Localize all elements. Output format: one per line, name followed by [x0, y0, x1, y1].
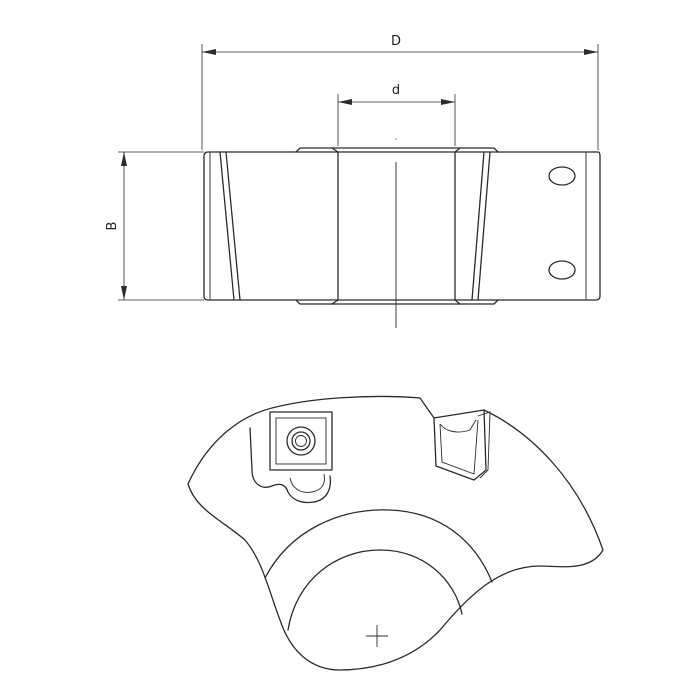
- dimension-B: B: [105, 151, 204, 301]
- hub-top-edge: [295, 147, 499, 153]
- right-flute: [471, 151, 491, 301]
- screw-outer: [286, 426, 316, 456]
- arrow-head: [338, 99, 352, 105]
- cutter-seat: [433, 409, 487, 481]
- dimension-D: D: [201, 34, 599, 150]
- square-insert: [269, 411, 333, 471]
- insert-pocket-inner: [289, 473, 325, 493]
- center-mark: [395, 138, 397, 140]
- arrow-head: [121, 152, 127, 166]
- bore-inner-arc: [287, 549, 463, 631]
- side-view: [203, 138, 601, 328]
- side-view-body-outline: [203, 151, 601, 301]
- arrow-head: [441, 99, 455, 105]
- arrow-head: [584, 49, 598, 55]
- screw-inner: [295, 435, 307, 447]
- screw-mid: [291, 431, 311, 451]
- dimension-d: d: [337, 83, 456, 146]
- cutter-seat-inner: [439, 419, 479, 475]
- front-view: [187, 395, 604, 671]
- lower-oval-hole: [548, 260, 576, 280]
- arrow-head: [202, 49, 216, 55]
- arrow-head: [121, 286, 127, 300]
- front-view-body-outline: [187, 395, 604, 671]
- left-flute: [219, 151, 241, 301]
- bore-outer-arc: [264, 509, 493, 583]
- square-insert-inner-edge: [275, 417, 327, 465]
- bore-center-cross: [366, 625, 388, 647]
- dimension-label-D: D: [391, 34, 401, 49]
- insert-pocket: [249, 427, 332, 504]
- hub-right-block: [454, 147, 461, 305]
- cutter-seat-back: [477, 411, 491, 479]
- dimension-label-B: B: [105, 222, 120, 231]
- hub-left-block: [331, 147, 339, 305]
- upper-oval-hole: [548, 166, 576, 186]
- dimension-label-d: d: [392, 83, 400, 98]
- hub-bottom-edge: [295, 299, 499, 305]
